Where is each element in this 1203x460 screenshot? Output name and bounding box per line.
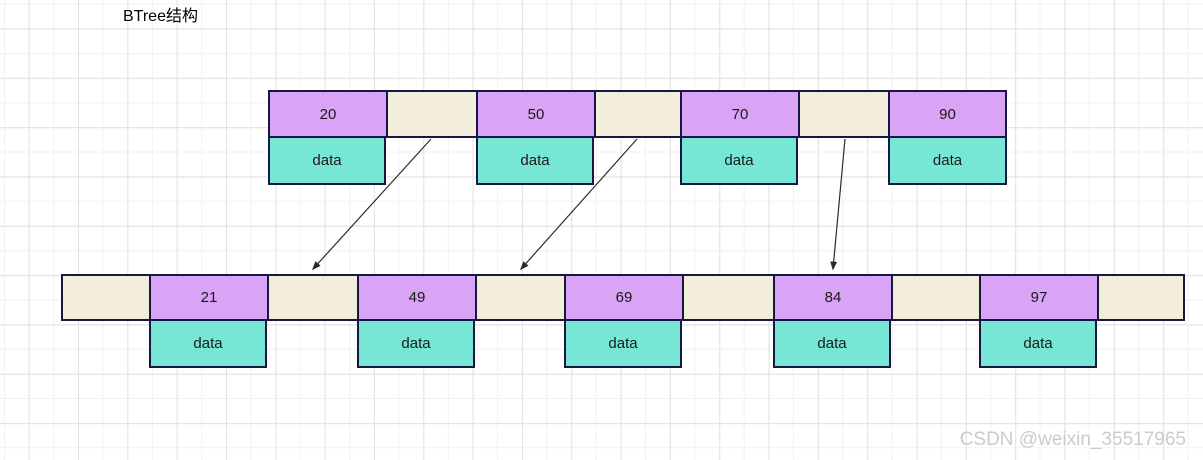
root-key-cell: 20	[268, 90, 386, 138]
leaf-key-cell: 97	[979, 274, 1097, 321]
leaf-pointer-cell	[891, 274, 979, 321]
root-key-cell: 90	[888, 90, 1007, 138]
leaf-key-cell: 49	[357, 274, 475, 321]
leaf-pointer-cell	[61, 274, 149, 321]
root-key-cell: 50	[476, 90, 594, 138]
root-pointer-cell	[594, 90, 680, 138]
leaf-pointer-cell	[1097, 274, 1185, 321]
leaf-key-cell: 69	[564, 274, 682, 321]
leaf-key-cell: 21	[149, 274, 267, 321]
leaf-pointer-cell	[682, 274, 773, 321]
leaf-pointer-cell	[267, 274, 357, 321]
leaf-data-cell: data	[357, 321, 475, 368]
page-title: BTree结构	[123, 8, 198, 25]
root-pointer-cell	[798, 90, 888, 138]
root-pointer-cell	[386, 90, 476, 138]
leaf-data-cell: data	[979, 321, 1097, 368]
root-data-cell: data	[888, 138, 1007, 185]
leaf-data-cell: data	[149, 321, 267, 368]
watermark: CSDN @weixin_35517965	[959, 429, 1186, 450]
leaf-data-cell: data	[564, 321, 682, 368]
root-data-cell: data	[268, 138, 386, 185]
root-data-cell: data	[680, 138, 798, 185]
leaf-key-cell: 84	[773, 274, 891, 321]
leaf-data-cell: data	[773, 321, 891, 368]
root-data-cell: data	[476, 138, 594, 185]
leaf-pointer-cell	[475, 274, 564, 321]
root-key-cell: 70	[680, 90, 798, 138]
